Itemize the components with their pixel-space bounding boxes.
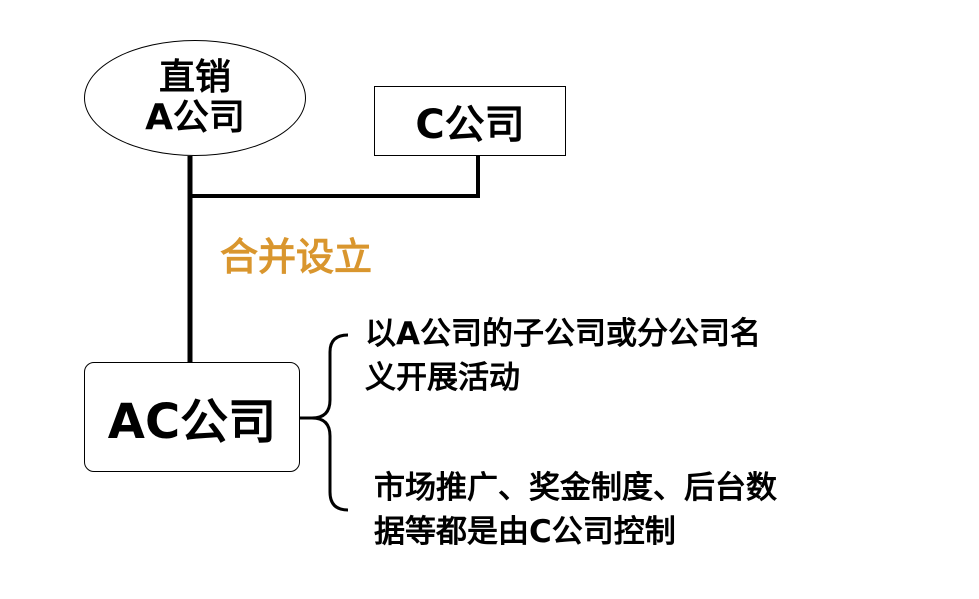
company-ac-node: AC公司 <box>84 362 300 472</box>
direct-sales-label: 直销 <box>158 57 231 99</box>
description-subsidiary: 以A公司的子公司或分公司名 义开展活动 <box>365 312 761 400</box>
company-c-label: C公司 <box>415 102 525 148</box>
description-subsidiary-line2: 义开展活动 <box>365 360 520 396</box>
curly-brace <box>311 333 349 512</box>
merge-establish-label: 合并设立 <box>220 235 373 279</box>
description-control: 市场推广、奖金制度、后台数 据等都是由C公司控制 <box>374 466 777 554</box>
direct-sales-company-a-node: 直销 A公司 <box>84 40 306 156</box>
company-ac-label: AC公司 <box>107 394 277 450</box>
description-subsidiary-line1: 以A公司的子公司或分公司名 <box>365 316 761 352</box>
company-c-node: C公司 <box>374 86 566 156</box>
company-a-label: A公司 <box>145 97 245 138</box>
description-control-line2: 据等都是由C公司控制 <box>374 514 676 550</box>
description-control-line1: 市场推广、奖金制度、后台数 <box>374 470 777 506</box>
